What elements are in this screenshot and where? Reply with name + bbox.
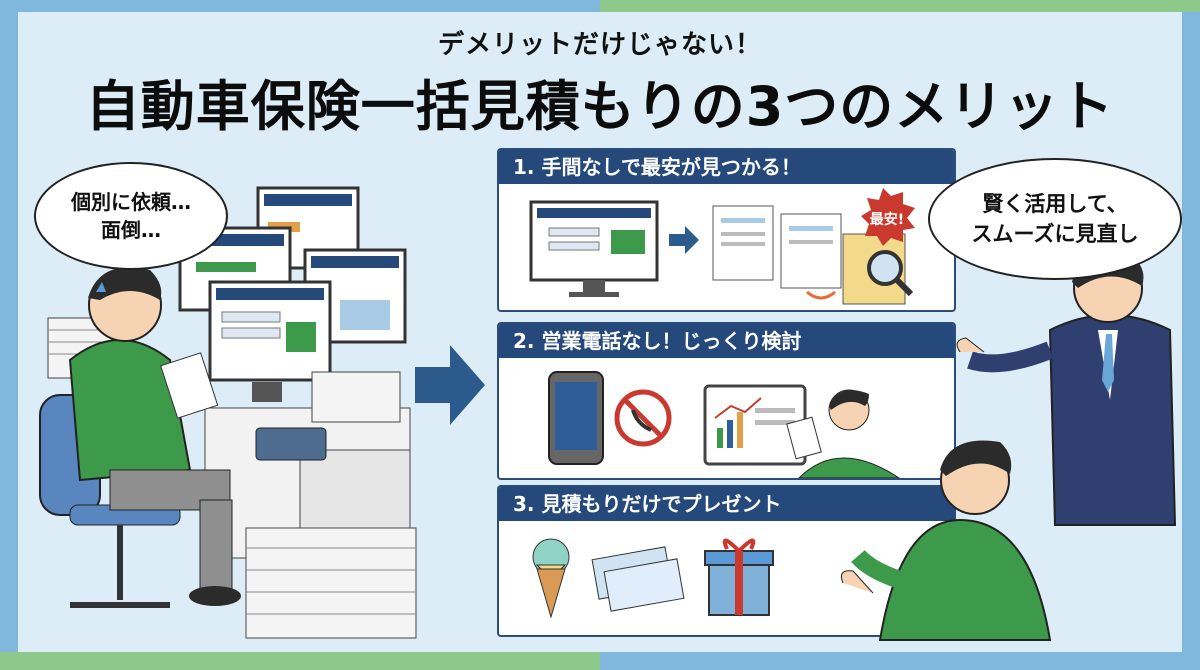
frame-accent-bottom xyxy=(0,652,600,670)
gift-ticket-icon xyxy=(591,546,685,612)
best-price-label: 最安! xyxy=(870,211,904,228)
page-title: 自動車保険一括見積もりの3つのメリット xyxy=(85,75,1115,138)
frame-accent-top xyxy=(600,0,1200,12)
subtitle: デメリットだけじゃない！ xyxy=(437,30,762,60)
best-price-badge: 最安! xyxy=(861,188,915,246)
bubble-line-1: 個別に依頼… xyxy=(71,190,191,214)
tablet-on-desk xyxy=(255,427,327,461)
gift-box-icon xyxy=(704,538,774,616)
speech-bubble-worried: 個別に依頼… 面倒… xyxy=(34,162,228,270)
panel-1-illustration: 最安! xyxy=(529,188,915,305)
monitors xyxy=(178,186,407,402)
arrow-right-icon xyxy=(415,345,485,425)
panel-3-illustration xyxy=(532,538,874,619)
ice-cream-icon xyxy=(532,538,570,619)
relaxed-person xyxy=(786,389,900,478)
bubble-line-2: 面倒… xyxy=(101,218,161,242)
advice-line-1: 賢く活用して、 xyxy=(982,192,1128,216)
merit-panel-1: 1. 手間なしで最安が見つかる！ 最安! xyxy=(497,148,956,312)
advice-line-2: スムーズに見直し xyxy=(971,222,1139,246)
happy-person-hand xyxy=(840,570,874,594)
merit-panel-3: 3. 見積もりだけでプレゼント xyxy=(497,485,956,637)
worried-person xyxy=(68,267,241,606)
arrow-right-icon xyxy=(669,226,699,254)
no-call-icon xyxy=(614,389,672,447)
document-in-hand xyxy=(160,352,219,419)
smartphone-icon xyxy=(548,371,604,465)
presenter-man xyxy=(851,440,1052,641)
document-icon xyxy=(712,205,906,305)
monitor-icon xyxy=(529,200,659,297)
panel-1-title: 1. 手間なしで最安が見つかる！ xyxy=(499,150,954,184)
magnifier-icon xyxy=(867,250,914,297)
panel-2-title: 2. 営業電話なし！じっくり検討 xyxy=(499,324,954,358)
merit-panel-2: 2. 営業電話なし！じっくり検討 xyxy=(497,322,956,480)
panel-2-illustration xyxy=(548,371,900,478)
panel-3-title: 3. 見積もりだけでプレゼント xyxy=(499,487,954,521)
speech-bubble-advice: 賢く活用して、 スムーズに見直し xyxy=(928,158,1182,280)
paper-stack-right xyxy=(245,371,417,639)
